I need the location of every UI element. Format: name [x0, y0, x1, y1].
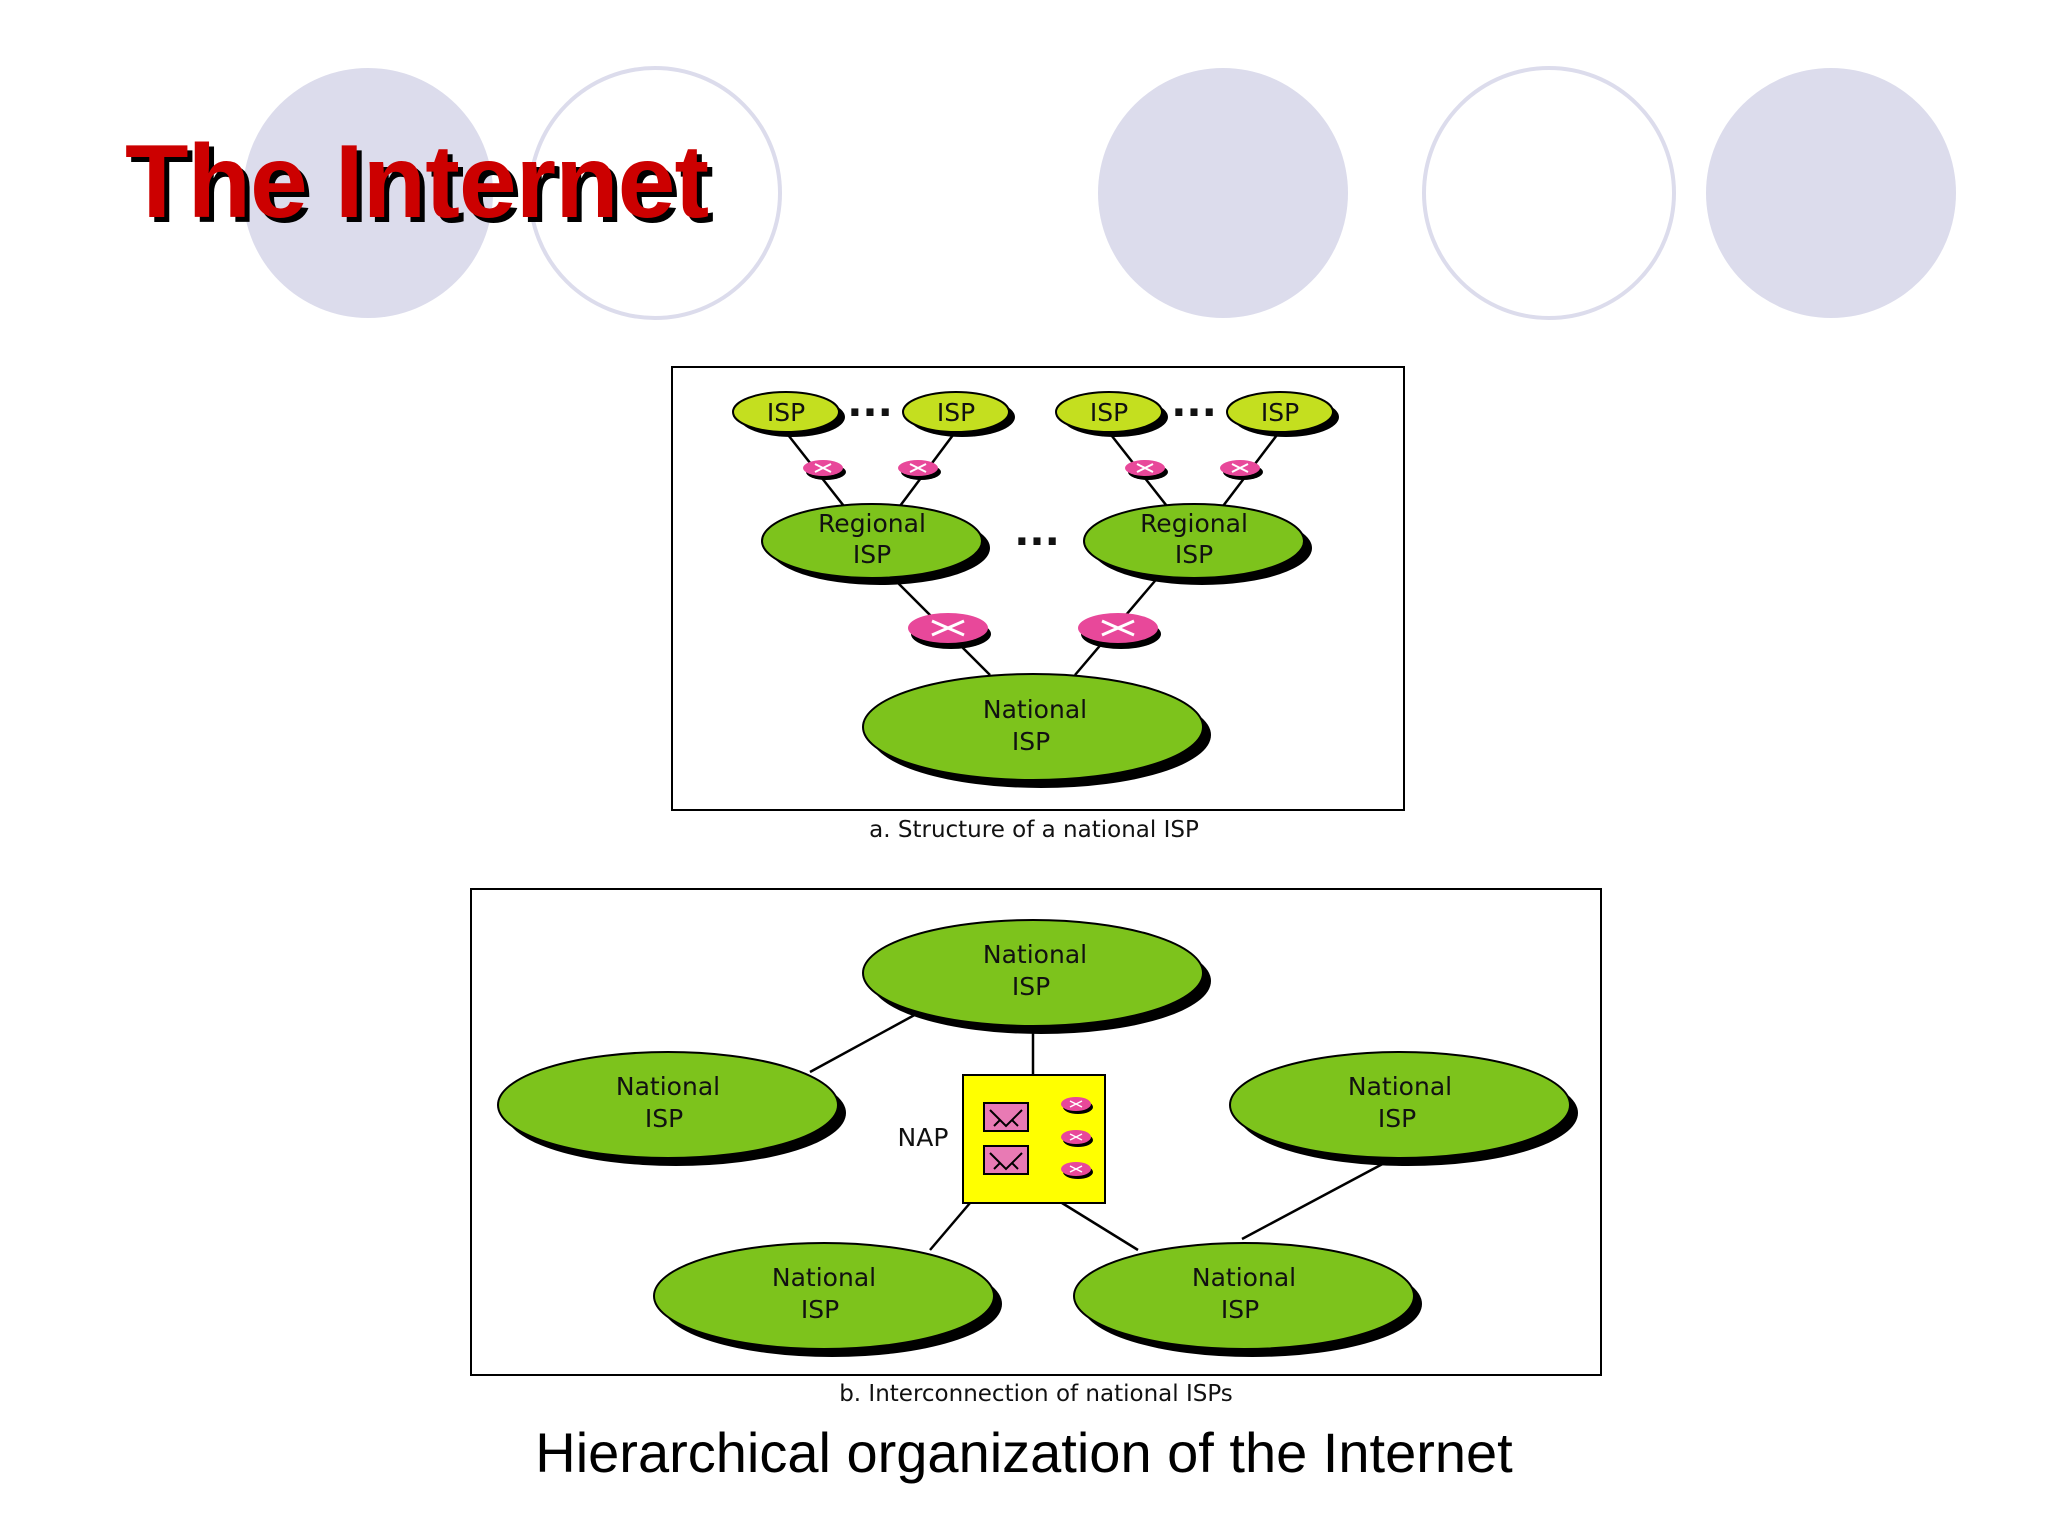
isp-label: ISP: [767, 398, 805, 427]
regional-isp-line1: Regional: [818, 509, 926, 538]
national-isp-line1: National: [772, 1263, 876, 1292]
national-isp-line2: ISP: [1221, 1295, 1259, 1324]
national-isp-node: National ISP: [1229, 1051, 1578, 1166]
national-isp-line1: National: [1192, 1263, 1296, 1292]
decor-circle-4: [1422, 66, 1676, 320]
switch-icon: [983, 1145, 1029, 1175]
diagram-a-caption: a. Structure of a national ISP: [869, 817, 1199, 843]
isp-node: ISP: [1226, 391, 1339, 437]
national-isp-line2: ISP: [801, 1295, 839, 1324]
isp-node: ISP: [902, 391, 1015, 437]
decor-circle-5: [1706, 68, 1956, 318]
national-isp-line2: ISP: [1012, 972, 1050, 1001]
decor-circle-3: [1098, 68, 1348, 318]
slide-title: The Internet: [125, 124, 709, 240]
national-isp-line2: ISP: [1012, 727, 1050, 756]
diagram-b-caption: b. Interconnection of national ISPs: [839, 1381, 1233, 1407]
isp-label: ISP: [1261, 398, 1299, 427]
national-isp-node: National ISP: [653, 1242, 1002, 1357]
isp-label: ISP: [937, 398, 975, 427]
national-isp-node: National ISP: [862, 919, 1211, 1034]
regional-isp-line2: ISP: [853, 540, 891, 569]
national-isp-node: National ISP: [862, 673, 1211, 788]
regional-isp-line1: Regional: [1140, 509, 1248, 538]
slide-caption: Hierarchical organization of the Interne…: [535, 1421, 1513, 1484]
router-icon: [1076, 611, 1163, 651]
isp-node: ISP: [732, 391, 845, 437]
national-isp-line1: National: [983, 695, 1087, 724]
national-isp-node: National ISP: [497, 1051, 846, 1166]
regional-isp-node: Regional ISP: [1083, 503, 1312, 585]
nap-label: NAP: [898, 1123, 949, 1152]
isp-node: ISP: [1055, 391, 1168, 437]
national-isp-line2: ISP: [645, 1104, 683, 1133]
switch-icon: [983, 1102, 1029, 1132]
ellipsis-regional: ...: [1014, 509, 1060, 555]
nap-box: [962, 1074, 1106, 1204]
router-icon: [1061, 1162, 1093, 1179]
national-isp-node: National ISP: [1073, 1242, 1422, 1357]
ellipsis-isp-left: ...: [847, 380, 893, 426]
isp-label: ISP: [1090, 398, 1128, 427]
router-icon: [906, 611, 993, 651]
regional-isp-line2: ISP: [1175, 540, 1213, 569]
ellipsis-isp-right: ...: [1171, 380, 1217, 426]
decor-circle-1: [243, 68, 493, 318]
national-isp-line2: ISP: [1378, 1104, 1416, 1133]
regional-isp-node: Regional ISP: [761, 503, 990, 585]
national-isp-line1: National: [1348, 1072, 1452, 1101]
decor-circle-2: [528, 66, 782, 320]
national-isp-line1: National: [983, 940, 1087, 969]
router-icon: [1061, 1097, 1093, 1114]
national-isp-line1: National: [616, 1072, 720, 1101]
router-icon: [1061, 1130, 1093, 1147]
